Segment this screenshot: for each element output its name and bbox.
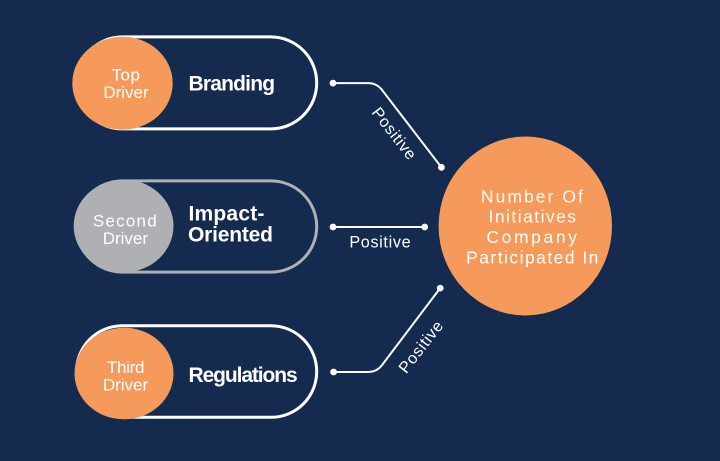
- svg-text:Driver: Driver: [103, 229, 149, 248]
- svg-text:Driver: Driver: [103, 375, 149, 394]
- svg-text:Third: Third: [107, 358, 144, 377]
- svg-text:Number Of: Number Of: [481, 187, 585, 207]
- svg-text:Positive: Positive: [349, 233, 411, 251]
- svg-text:Oriented: Oriented: [188, 224, 273, 247]
- svg-text:Impact-: Impact-: [189, 202, 265, 225]
- svg-text:Regulations: Regulations: [189, 364, 297, 387]
- svg-text:Company: Company: [486, 227, 579, 247]
- svg-text:Branding: Branding: [189, 72, 275, 95]
- svg-text:Second: Second: [93, 212, 158, 231]
- svg-text:Driver: Driver: [103, 83, 149, 102]
- svg-text:Initiatives: Initiatives: [489, 206, 578, 226]
- svg-text:Participated In: Participated In: [466, 248, 600, 268]
- svg-text:Top: Top: [112, 66, 141, 85]
